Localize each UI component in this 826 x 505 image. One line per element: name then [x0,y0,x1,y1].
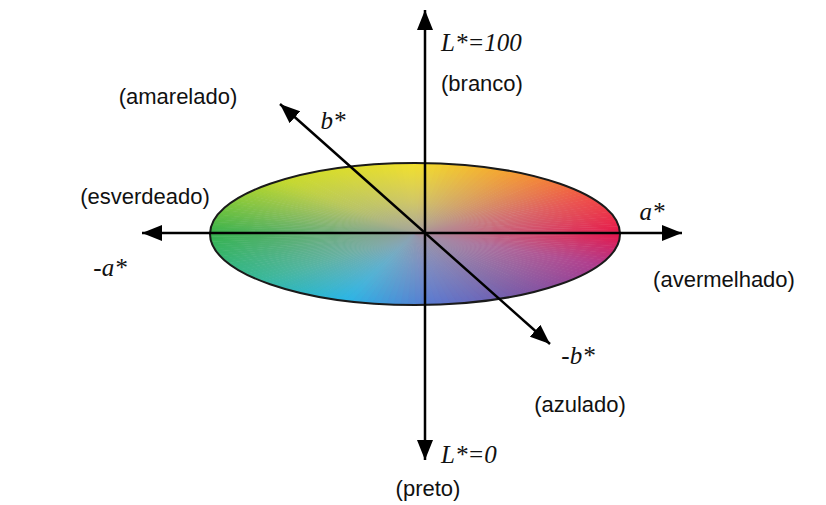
color-label: (amarelado) [119,85,238,109]
axis-label: L*=0 [441,441,497,469]
a-axis [142,232,682,235]
axis-label: L*=100 [441,29,522,57]
color-label: (branco) [441,72,523,96]
axis-label: -a* [93,254,126,282]
color-label: (preto) [396,477,461,501]
axis-label: a* [640,198,665,226]
color-label: (esverdeado) [80,185,210,209]
axis-label: b* [321,107,346,135]
b-axis [280,104,550,344]
color-label: (avermelhado) [653,268,795,292]
color-label: (azulado) [534,393,626,417]
axis-label: -b* [561,342,594,370]
